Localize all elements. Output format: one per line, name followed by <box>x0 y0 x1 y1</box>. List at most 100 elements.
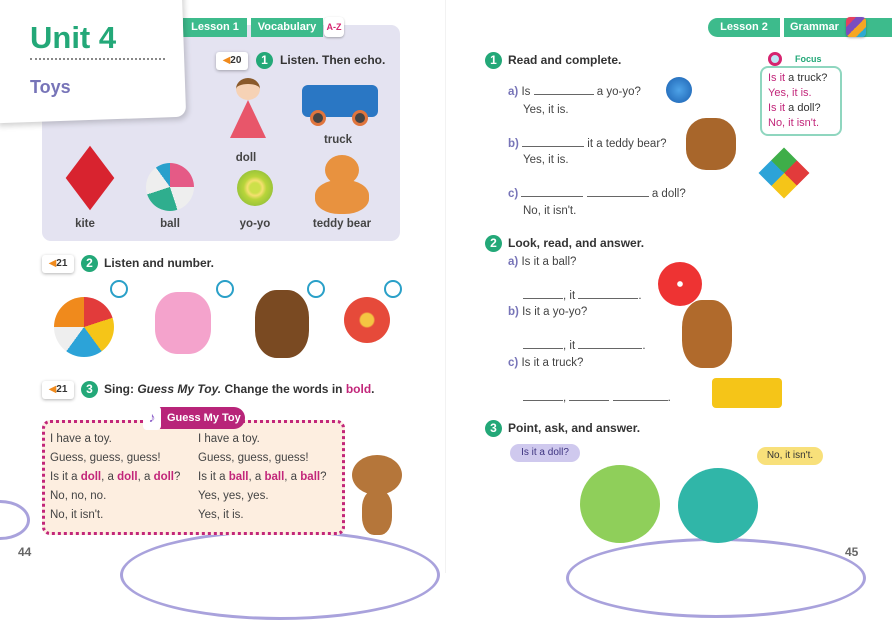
yo-yo-image <box>237 170 273 206</box>
answer-line: , . <box>523 390 671 404</box>
doll-image <box>236 78 260 100</box>
doll-dress <box>230 100 266 138</box>
number-answer-circle[interactable] <box>384 280 402 298</box>
vocab-label: doll <box>235 152 257 164</box>
teddy-bear-picture <box>255 290 309 358</box>
song-line: Is it a doll, a doll, a doll? <box>50 471 181 483</box>
monkey-image <box>352 455 402 495</box>
question-b: b) Is it a yo-yo? <box>508 306 588 318</box>
track-number: 20 <box>230 55 242 66</box>
focus-line: No, it isn't. <box>768 117 820 129</box>
exercise-number: 3 <box>81 381 98 398</box>
song-line: Yes, yes, yes. <box>198 490 269 502</box>
teddy-bear-picture <box>682 300 732 368</box>
teddy-bear-body <box>315 180 369 214</box>
decorative-swirl <box>0 500 30 540</box>
song-line: Yes, it is. <box>198 509 244 521</box>
exercise-number: 3 <box>485 420 502 437</box>
song-line: Is it a ball, a ball, a ball? <box>198 471 327 483</box>
number-answer-circle[interactable] <box>110 280 128 298</box>
answer-blank[interactable] <box>569 390 610 401</box>
track-number: 21 <box>56 258 68 269</box>
speech-bubble-question: Is it a doll? <box>510 444 580 462</box>
page-number: 45 <box>845 545 859 559</box>
answer-blank[interactable] <box>523 338 563 349</box>
truck-wheel <box>352 110 368 126</box>
tab-grammar: Grammar <box>784 18 892 37</box>
vocab-label: teddy bear <box>312 218 372 230</box>
boy-photo <box>580 465 660 543</box>
speech-bubble-answer: No, it isn't. <box>757 447 823 465</box>
question-c: c) Is it a truck? <box>508 357 584 369</box>
boy-photo <box>678 468 758 543</box>
song-box <box>42 420 345 535</box>
exercise-instruction: Read and complete. <box>508 53 622 67</box>
monkey-body <box>362 490 392 535</box>
answer-blank[interactable] <box>578 288 639 299</box>
exercise-number: 2 <box>81 255 98 272</box>
yo-yo-picture <box>666 77 692 103</box>
exercise-instruction: Listen. Then echo. <box>280 53 386 67</box>
song-line: Guess, guess, guess! <box>198 452 309 464</box>
question-b: b) it a teddy bear? <box>508 136 667 150</box>
music-note-icon: ♪ <box>143 406 161 430</box>
speaker-icon: ◀ <box>48 384 57 395</box>
ball-image <box>146 163 194 211</box>
tab-lesson-2: Lesson 2 <box>708 18 780 37</box>
question-a: a) Is it a ball? <box>508 256 577 268</box>
speaker-icon: ◀ <box>48 258 57 269</box>
answer-blank[interactable] <box>521 186 584 197</box>
audio-track-button[interactable]: ◀21 <box>42 255 74 273</box>
unit-card <box>0 0 187 124</box>
unit-title: Unit 4 <box>30 20 117 55</box>
answer-blank[interactable] <box>523 390 563 401</box>
answer-blank[interactable] <box>533 84 594 95</box>
answer-blank[interactable] <box>586 186 649 197</box>
vocab-label: kite <box>75 218 95 230</box>
magnifier-icon <box>768 52 782 66</box>
exercise-number: 2 <box>485 235 502 252</box>
answer-blank[interactable] <box>578 338 643 349</box>
teddy-bear-picture <box>686 118 736 170</box>
answer-line: , it . <box>523 338 646 352</box>
speaker-icon: ◀ <box>222 55 231 66</box>
vocab-label: ball <box>160 218 180 230</box>
song-line: Guess, guess, guess! <box>50 452 161 464</box>
exercise-instruction: Look, read, and answer. <box>508 236 645 250</box>
audio-track-button[interactable]: ◀21 <box>42 381 74 399</box>
truck-wheel <box>310 110 326 126</box>
focus-line: Is it a truck? <box>768 72 828 84</box>
yo-yo-picture <box>344 297 390 343</box>
focus-line: Yes, it is. <box>768 87 812 99</box>
number-answer-circle[interactable] <box>307 280 325 298</box>
vocab-label: yo-yo <box>239 218 271 230</box>
page-number: 44 <box>18 545 32 559</box>
a-z-icon: A-Z <box>324 17 344 37</box>
focus-box: Is it a truck? Yes, it is. Is it a doll?… <box>760 66 842 136</box>
decorative-swirl <box>120 530 440 620</box>
exercise-number: 1 <box>485 52 502 69</box>
number-answer-circle[interactable] <box>216 280 234 298</box>
question-c: c) a doll? <box>508 186 686 200</box>
ball-picture <box>658 262 702 306</box>
question-a: a) Is a yo-yo? <box>508 84 641 98</box>
answer-blank[interactable] <box>612 390 668 401</box>
focus-line: Is it a doll? <box>768 102 821 114</box>
answer-text: Yes, it is. <box>523 154 569 166</box>
exercise-instruction: Point, ask, and answer. <box>508 421 641 435</box>
doll-picture <box>155 292 211 354</box>
answer-blank[interactable] <box>523 288 563 299</box>
answer-blank[interactable] <box>522 136 585 147</box>
audio-track-button[interactable]: ◀20 <box>216 52 248 70</box>
song-line: No, it isn't. <box>50 509 104 521</box>
vocab-label: truck <box>323 134 353 146</box>
answer-text: Yes, it is. <box>523 104 569 116</box>
answer-line: , it . <box>523 288 642 302</box>
truck-picture <box>712 378 782 408</box>
divider <box>30 58 165 60</box>
song-line: I have a toy. <box>198 433 260 445</box>
track-number: 21 <box>56 384 68 395</box>
song-line: I have a toy. <box>50 433 112 445</box>
exercise-instruction: Sing: Guess My Toy. Change the words in … <box>104 382 375 396</box>
focus-title: Focus <box>792 54 825 64</box>
